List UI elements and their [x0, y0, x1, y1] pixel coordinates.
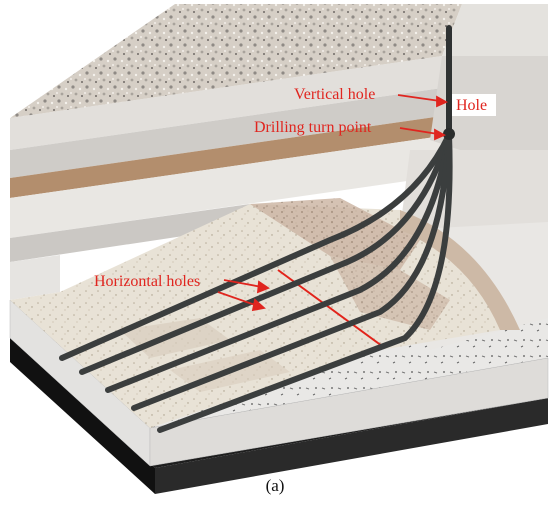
hole-label-box: [452, 94, 496, 116]
horizontal-hole-5: [157, 132, 453, 433]
horizontal-hole-2: [79, 132, 452, 375]
hole-label: Hole: [456, 97, 487, 114]
horizontal-holes-label: Horizontal holes: [94, 273, 200, 290]
top-surface: [10, 4, 462, 118]
drill-holes: [59, 25, 455, 433]
label-arrows: [217, 94, 449, 312]
front-strata: [10, 56, 442, 300]
figure-caption: (a): [265, 476, 285, 495]
vertical-hole-label: Vertical hole: [294, 86, 375, 103]
drilling-turn-point-label: Drilling turn point: [254, 119, 372, 136]
turn-point-marker: [443, 128, 455, 140]
